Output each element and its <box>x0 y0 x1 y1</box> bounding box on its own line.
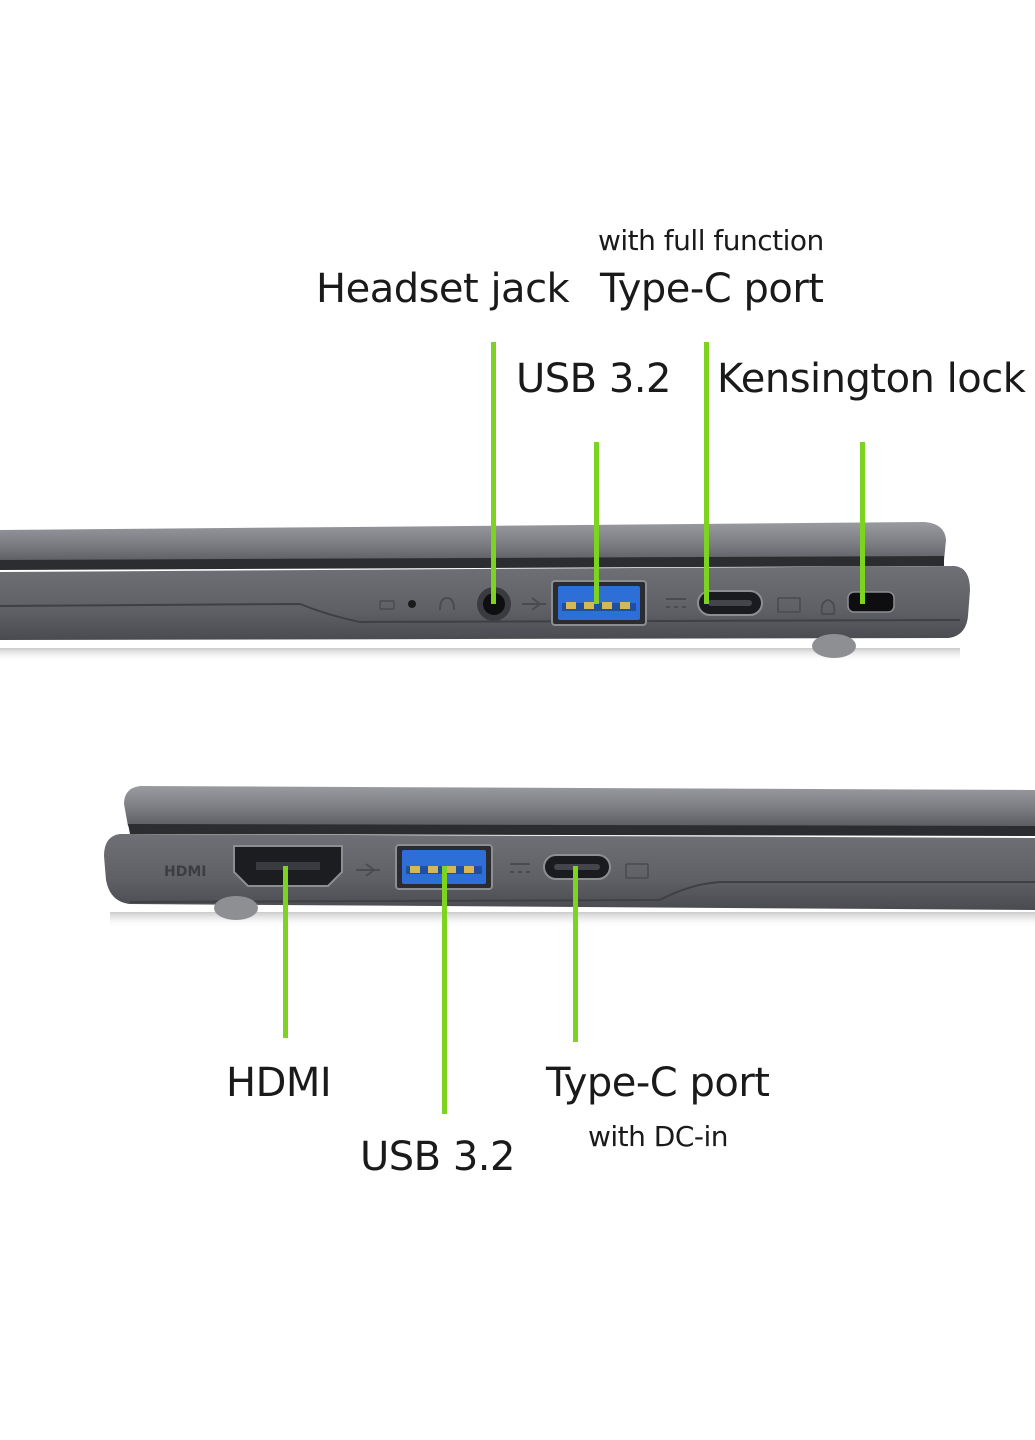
led-indicator <box>408 600 416 608</box>
headset-jack-label: Headset jack <box>316 266 570 312</box>
dc-symbol-icon <box>510 863 530 873</box>
laptop-left-side <box>0 522 970 662</box>
display-port-icon <box>777 597 801 613</box>
headset-icon <box>439 596 455 611</box>
battery-icon <box>379 600 395 610</box>
leader-kensington <box>860 442 865 604</box>
leader-typec-bottom <box>573 866 578 1042</box>
hdmi-label: HDMI <box>226 1060 332 1106</box>
leader-headset <box>491 342 496 604</box>
usb-symbol-icon <box>522 597 546 611</box>
usb-a-port <box>551 580 647 626</box>
usb-top-label: USB 3.2 <box>516 356 671 402</box>
leader-usb-top <box>594 442 599 604</box>
typec-bottom-sublabel: with DC-in <box>588 1120 729 1153</box>
typec-top-sublabel: with full function <box>598 224 824 257</box>
kensington-label: Kensington lock <box>717 356 1026 402</box>
hdmi-port <box>233 845 343 887</box>
usb-symbol-icon <box>356 863 380 877</box>
rubber-foot <box>812 634 856 658</box>
leader-hdmi <box>283 866 288 1038</box>
hdmi-logo: HDMI <box>164 864 206 880</box>
laptop-right-side: HDMI <box>104 786 1035 928</box>
lock-symbol-icon <box>820 599 836 615</box>
leader-typec-top <box>704 342 709 604</box>
typec-bottom-label: Type-C port <box>546 1060 770 1106</box>
kensington-slot <box>847 591 895 613</box>
display-port-icon <box>625 863 649 879</box>
leader-usb-bottom <box>442 866 447 1114</box>
rubber-foot <box>214 896 258 920</box>
typec-top-label: Type-C port <box>600 266 824 312</box>
dc-symbol-icon <box>666 598 686 608</box>
usb-bottom-label: USB 3.2 <box>360 1134 515 1180</box>
